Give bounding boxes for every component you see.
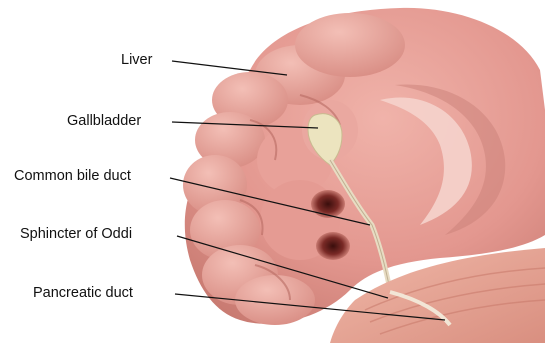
label-liver: Liver [121, 53, 152, 68]
label-gallbladder: Gallbladder [67, 114, 141, 129]
label-common-bile-duct: Common bile duct [14, 169, 131, 184]
label-sphincter-of-oddi: Sphincter of Oddi [20, 227, 132, 242]
label-pancreatic-duct: Pancreatic duct [33, 286, 133, 301]
